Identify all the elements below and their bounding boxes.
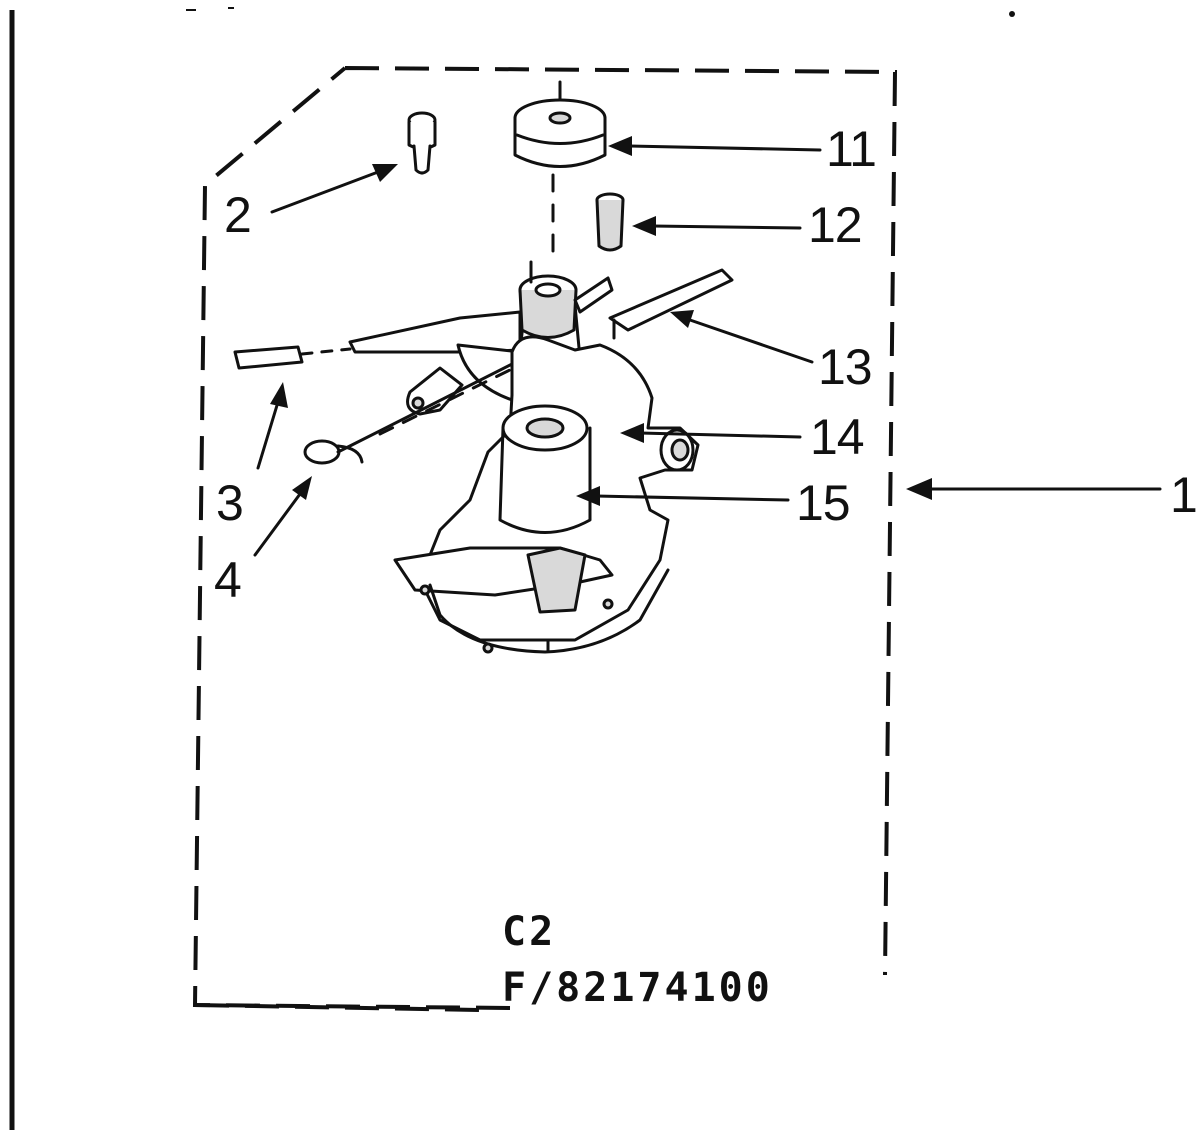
speck — [1009, 11, 1015, 17]
arrow-2 — [270, 164, 398, 214]
part-bushing — [595, 192, 625, 252]
arrow-1 — [906, 478, 1162, 500]
callout-label-1: 1 — [1170, 467, 1198, 523]
arrow-14 — [620, 423, 802, 443]
part-pulley — [513, 80, 607, 168]
part-screw — [407, 111, 437, 175]
callout-label-2: 2 — [224, 187, 252, 243]
part-washer-spring — [303, 358, 522, 465]
callout-arrows — [253, 136, 1162, 557]
part-pin — [233, 345, 352, 370]
callout-label-13: 13 — [818, 339, 873, 395]
arrow-11 — [608, 136, 822, 156]
caption-line-2: F/82174100 — [502, 965, 773, 1011]
callout-label-3: 3 — [216, 475, 244, 531]
arrow-13 — [670, 310, 814, 364]
arrow-12 — [632, 216, 802, 236]
callout-label-4: 4 — [214, 552, 242, 608]
arrow-3 — [256, 382, 288, 470]
part-base-housing — [393, 335, 700, 654]
callout-label-12: 12 — [808, 197, 863, 253]
callout-label-14: 14 — [810, 409, 865, 465]
arrow-15 — [576, 486, 790, 506]
part-lever-arm — [608, 268, 734, 340]
arrow-4 — [253, 476, 312, 557]
caption-line-1: C2 — [502, 909, 557, 955]
callout-label-15: 15 — [796, 475, 851, 531]
callout-label-11: 11 — [826, 121, 877, 177]
